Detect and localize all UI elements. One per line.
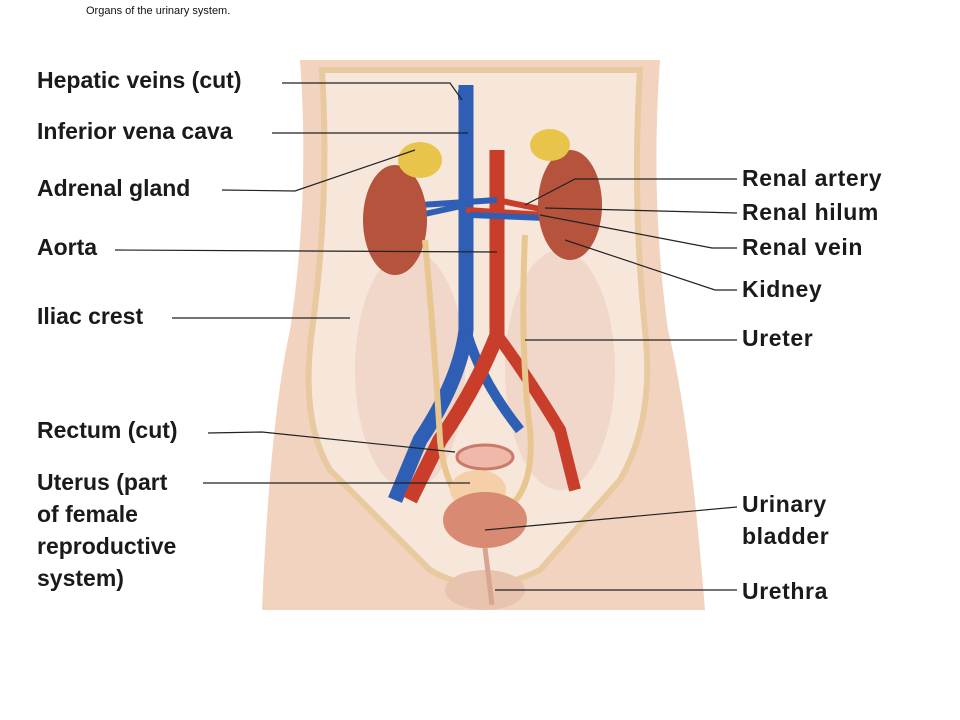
- right-kidney: [538, 150, 602, 260]
- right-renal-vessels: [465, 197, 546, 218]
- label-renal-artery: Renal artery: [742, 165, 883, 191]
- left-adrenal-gland: [398, 142, 442, 178]
- label-ureter: Ureter: [742, 325, 814, 351]
- leader-renal-artery: [524, 178, 737, 206]
- label-urethra: Urethra: [742, 578, 829, 604]
- label-bladder-line-1: Urinary: [742, 491, 827, 517]
- leader-kidney: [564, 239, 737, 291]
- label-uterus-line-1: Uterus (part: [37, 469, 168, 495]
- leader-adrenal: [221, 149, 416, 192]
- leader-lines: [114, 82, 738, 591]
- label-iliac-crest: Iliac crest: [37, 303, 144, 329]
- right-common-iliac-artery: [492, 331, 581, 492]
- right-common-iliac-vein: [461, 328, 524, 434]
- leader-renal-hilum: [544, 207, 738, 214]
- label-adrenal-gland: Adrenal gland: [37, 175, 191, 201]
- leader-hepatic-veins: [282, 82, 463, 101]
- leader-rectum: [207, 431, 456, 453]
- label-uterus-line-4: system): [37, 565, 124, 591]
- urinary-bladder: [443, 492, 527, 548]
- left-renal-vessels: [419, 197, 498, 218]
- label-uterus-line-2: of female: [37, 501, 138, 527]
- label-uterus-line-3: reproductive: [37, 533, 177, 559]
- label-kidney: Kidney: [742, 276, 823, 302]
- right-adrenal-gland: [530, 129, 570, 161]
- figure-caption: Organs of the urinary system.: [86, 5, 231, 17]
- pubic-region: [445, 570, 525, 610]
- label-bladder-line-2: bladder: [742, 523, 830, 549]
- label-inferior-vena-cava: Inferior vena cava: [37, 118, 233, 144]
- leader-aorta: [114, 249, 498, 253]
- label-hepatic-veins: Hepatic veins (cut): [37, 67, 242, 93]
- leader-bladder: [484, 506, 738, 531]
- label-renal-hilum: Renal hilum: [742, 199, 879, 225]
- label-renal-vein: Renal vein: [742, 234, 864, 260]
- label-rectum: Rectum (cut): [37, 417, 178, 443]
- leader-renal-vein: [539, 214, 737, 249]
- right-ureter: [503, 234, 534, 513]
- left-kidney: [363, 165, 427, 275]
- urethra: [482, 547, 495, 606]
- rectum: [455, 443, 515, 471]
- label-aorta: Aorta: [37, 234, 98, 260]
